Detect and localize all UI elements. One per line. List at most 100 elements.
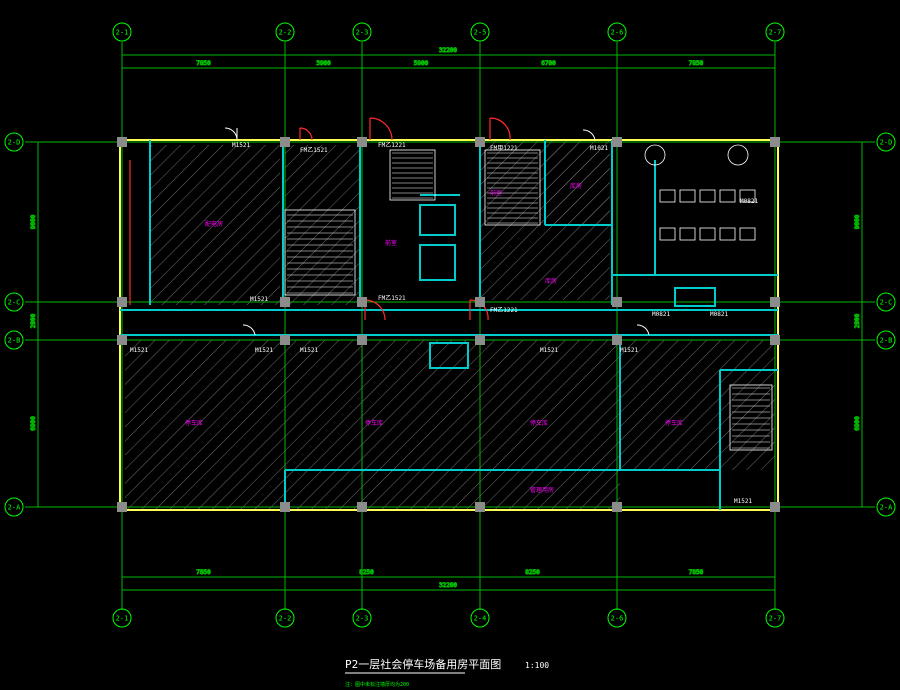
stair-treads: [287, 152, 770, 449]
door-tag: M1521: [620, 347, 638, 354]
axis-bubble-left-label: 2-C: [8, 299, 21, 307]
door-tag: M1521: [734, 498, 752, 505]
room-label: 管理用房: [530, 486, 554, 494]
structural-column: [357, 297, 367, 307]
axis-bubble-bottom-label: 2-1: [116, 615, 129, 623]
room-label: 停车库: [365, 419, 383, 427]
structural-column: [357, 137, 367, 147]
doors-white: [224, 127, 650, 336]
structural-column: [117, 137, 127, 147]
drawing-title: P2一层社会停车场备用房平面图: [345, 657, 501, 671]
axis-bubble-bottom-label: 2-2: [279, 615, 292, 623]
room-label: 配电房: [205, 220, 223, 228]
axis-bubble-top-label: 2-3: [356, 29, 369, 37]
door-tag: FM乙1221: [378, 142, 406, 149]
doors: [129, 117, 511, 321]
door-tag: M0821: [652, 311, 670, 318]
door-tag: FM乙1521: [378, 295, 406, 302]
structural-column: [475, 502, 485, 512]
axis-bubble-bottom-label: 2-7: [769, 615, 782, 623]
axis-bubble-right-circle: [876, 132, 896, 152]
axis-bubble-right-circle: [876, 330, 896, 350]
door-tag: M1521: [130, 347, 148, 354]
structural-column: [475, 335, 485, 345]
axis-bubble-right-label: 2-A: [880, 504, 893, 512]
toilet-fixtures: [644, 144, 756, 241]
axis-bubble-left-circle: [4, 497, 24, 517]
axis-bubble-left-circle: [4, 132, 24, 152]
door-tag: FM甲1221: [490, 145, 518, 152]
dimension-top-segment: 5900: [414, 60, 429, 67]
dimension-right-segment: 9000: [854, 214, 861, 229]
axis-bubble-top-circle: [112, 22, 132, 42]
walls: [119, 139, 779, 511]
dimension-left-segment: 9000: [30, 214, 37, 229]
axis-bubble-right-circle: [876, 497, 896, 517]
axis-bubble-left-circle: [4, 330, 24, 350]
axis-bubble-left-circle: [4, 292, 24, 312]
axis-bubble-top-label: 2-6: [611, 29, 624, 37]
structural-column: [770, 297, 780, 307]
room-label: 库房: [545, 277, 557, 285]
drawing-scale: 1:100: [525, 661, 549, 670]
axis-bubble-top-circle: [275, 22, 295, 42]
axis-bubble-bottom-label: 2-6: [611, 615, 624, 623]
dimension-top-segment: 6700: [541, 60, 556, 67]
room-label: 停车库: [185, 419, 203, 427]
dimension-left-segment: 6900: [30, 416, 37, 431]
grid-lines: [25, 42, 875, 610]
axis-bubble-top-circle: [765, 22, 785, 42]
structural-column: [117, 335, 127, 345]
dimension-left-segment: 2000: [30, 313, 37, 328]
dimension-right-segment: 2000: [854, 313, 861, 328]
room-labels: 配电房停车库停车库停车库停车库库房库房管理用房前室前室: [185, 182, 683, 494]
dimension-top-total: 32200: [439, 47, 457, 54]
axis-bubble-top-circle: [352, 22, 372, 42]
structural-column: [475, 297, 485, 307]
axis-bubble-top-circle: [470, 22, 490, 42]
door-tag: FM乙1521: [300, 147, 328, 154]
dimension-top-segment: 7850: [689, 60, 704, 67]
door-tag: M1521: [300, 347, 318, 354]
room-label: 前室: [490, 189, 502, 197]
axis-bubble-bottom-circle: [607, 608, 627, 628]
room-label: 库房: [570, 182, 582, 190]
dimension-top-segment: 3900: [316, 60, 331, 67]
structural-column: [770, 502, 780, 512]
door-tag: M1521: [255, 347, 273, 354]
axis-bubble-bottom-circle: [352, 608, 372, 628]
structural-column: [612, 137, 622, 147]
door-tag: M1521: [250, 296, 268, 303]
axis-bubble-bottom-circle: [470, 608, 490, 628]
structural-column: [612, 502, 622, 512]
dimension-right-segment: 6900: [854, 416, 861, 431]
structural-column: [357, 502, 367, 512]
dimension-bottom-total: 32200: [439, 582, 457, 589]
stairs: [284, 149, 773, 451]
room-label: 停车库: [530, 419, 548, 427]
structural-column: [117, 502, 127, 512]
dimension-bottom-segment: 7850: [689, 569, 704, 576]
axis-bubble-top-label: 2-2: [279, 29, 292, 37]
axis-bubble-top-label: 2-5: [474, 29, 487, 37]
structural-column: [612, 297, 622, 307]
door-tag: M1521: [232, 142, 250, 149]
door-tag: M1521: [540, 347, 558, 354]
axis-bubble-right-label: 2-D: [880, 139, 893, 147]
structural-column: [117, 297, 127, 307]
axis-bubble-top-label: 2-7: [769, 29, 782, 37]
structural-column: [770, 137, 780, 147]
structural-column: [280, 335, 290, 345]
axis-bubble-right-circle: [876, 292, 896, 312]
axis-bubble-bottom-label: 2-3: [356, 615, 369, 623]
dimension-top-segment: 7850: [196, 60, 211, 67]
dimension-bottom-segment: 7850: [196, 569, 211, 576]
door-tag: M0821: [740, 198, 758, 205]
door-tag: M0821: [710, 311, 728, 318]
door-tag: M1021: [590, 145, 608, 152]
drawing-note: 注：图中未标注墙厚均为200: [345, 681, 409, 688]
room-label: 停车库: [665, 419, 683, 427]
structural-column: [280, 502, 290, 512]
